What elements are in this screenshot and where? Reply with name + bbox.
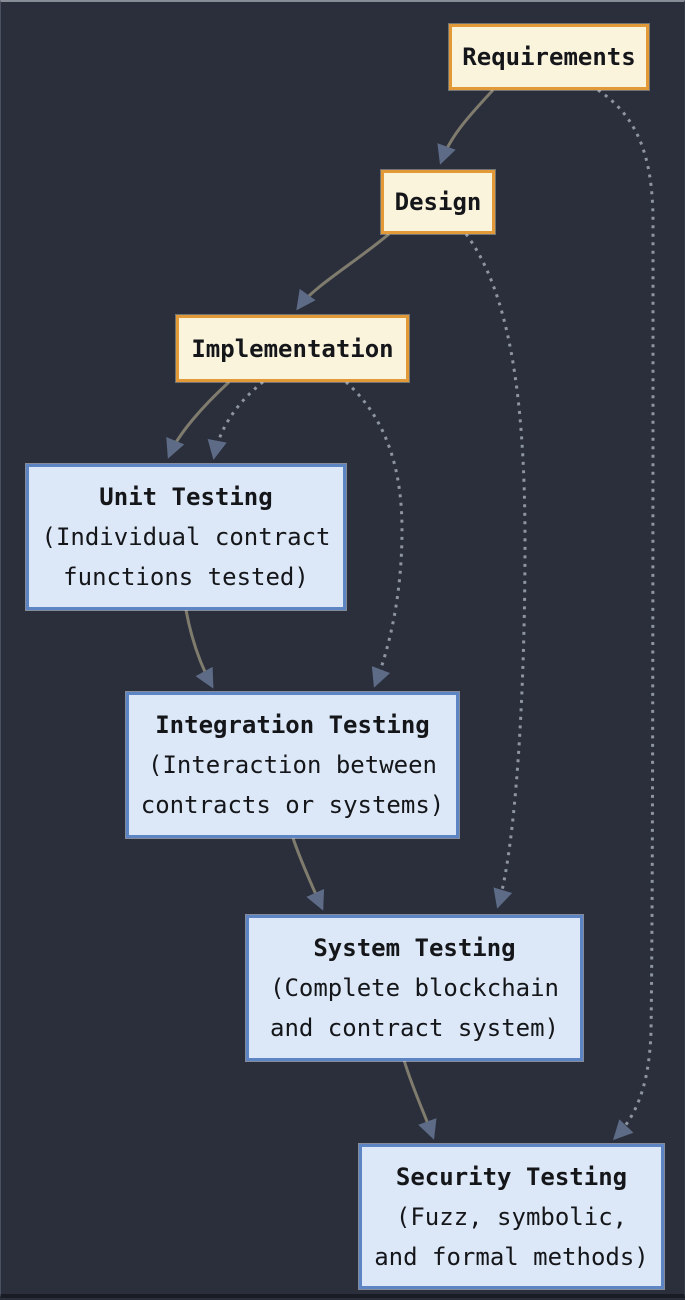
node-system-testing-subtitle-2: and contract system) — [270, 1014, 559, 1042]
edge-implementation-integration-dotted — [344, 380, 404, 688]
edge-unit-integration-solid — [184, 609, 214, 689]
node-security-testing-subtitle-2: and formal methods) — [374, 1242, 649, 1271]
node-design: Design — [381, 170, 495, 234]
node-system-testing-subtitle-1: (Complete blockchain — [270, 974, 559, 1002]
node-integration-testing: Integration Testing (Interaction between… — [126, 692, 459, 838]
node-unit-testing-title: Unit Testing — [99, 483, 273, 511]
edge-design-implementation-solid — [296, 232, 390, 311]
edge-design-system-dotted — [464, 233, 527, 909]
node-requirements-label: Requirements — [462, 43, 636, 71]
node-implementation: Implementation — [176, 315, 409, 382]
node-requirements: Requirements — [449, 24, 649, 90]
edge-implementation-unit-dotted — [207, 380, 264, 460]
node-unit-testing: Unit Testing (Individual contract functi… — [26, 464, 346, 610]
node-integration-testing-subtitle-1: (Interaction between — [148, 751, 437, 779]
node-security-testing: Security Testing (Fuzz, symbolic, and fo… — [359, 1144, 664, 1289]
node-unit-testing-subtitle-1: (Individual contract — [41, 523, 331, 551]
node-system-testing: System Testing (Complete blockchain and … — [246, 915, 583, 1061]
edge-requirements-design-solid — [437, 88, 495, 165]
node-implementation-label: Implementation — [191, 334, 394, 363]
node-integration-testing-subtitle-2: contracts or systems) — [140, 791, 445, 819]
node-security-testing-title: Security Testing — [395, 1162, 628, 1191]
edge-requirements-security-dotted — [597, 88, 655, 1141]
node-design-label: Design — [394, 188, 482, 216]
edge-implementation-unit-solid — [166, 380, 231, 459]
node-integration-testing-title: Integration Testing — [155, 711, 430, 739]
node-system-testing-title: System Testing — [313, 934, 516, 962]
edge-integration-system-solid — [291, 837, 325, 911]
node-unit-testing-subtitle-2: functions tested) — [63, 563, 309, 591]
node-security-testing-subtitle-1: (Fuzz, symbolic, — [395, 1202, 628, 1231]
edge-system-security-solid — [402, 1059, 437, 1140]
